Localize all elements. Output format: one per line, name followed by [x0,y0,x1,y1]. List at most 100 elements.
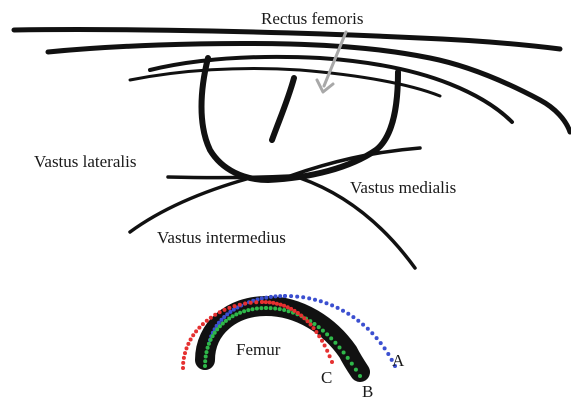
curve-c-dot [181,366,185,370]
curve-a-dot [222,315,226,319]
curve-c-dot [289,307,293,311]
curve-a-dot [232,308,236,312]
curve-a-dot [319,299,323,303]
curve-a-dot [346,312,350,316]
curve-b-dot [338,346,342,350]
curve-b-dot [282,308,286,312]
curve-a-dot [386,352,390,356]
curve-c-dot [254,300,258,304]
curve-a-dot [351,315,355,319]
curve-b-dot [259,306,263,310]
curve-b-dot [224,319,228,323]
curve-c-dot [325,349,329,353]
rectus-femoris-outline [202,58,399,180]
curve-c-dot [286,305,290,309]
curve-c-dot [197,326,201,330]
curve-a-dot [370,331,374,335]
curve-a-dot [325,301,329,305]
curve-a-dot [225,312,229,316]
curve-c-dot [249,301,253,305]
curve-c-dot [186,342,190,346]
curve-b-dot [207,342,211,346]
curve-c-dot [299,314,303,318]
curve-c-dot [302,316,306,320]
curve-c-dot [317,334,321,338]
curve-c-dot [227,306,231,310]
curve-c-dot [223,308,227,312]
curve-c-dot [181,361,185,365]
curve-b-dot [313,322,317,326]
curve-a-dot [313,298,317,302]
curve-c-dot [185,346,189,350]
curve-c-dot [213,313,217,317]
curve-c-dot [191,333,195,337]
curve-a-dot [228,310,232,314]
curve-b-dot [321,329,325,333]
curve-c-dot [330,360,334,364]
curve-a-dot [307,296,311,300]
curve-b-dot [246,308,250,312]
curve-b-dot [333,341,337,345]
curve-a-dot [264,296,268,300]
curve-b-dot [342,351,346,355]
curve-a-dot [278,294,282,298]
curve-a-dot [301,295,305,299]
curve-c-dot [314,330,318,334]
curve-b-dot [278,307,282,311]
curve-b-dot [358,374,362,378]
curve-c-dot [282,304,286,308]
curve-b-dot [215,327,219,331]
curve-b-dot [273,307,277,311]
curve-a-dot [274,294,278,298]
curve-b-dot [204,355,208,359]
label-vastus-lateralis: Vastus lateralis [34,152,136,171]
label-vastus-intermedius: Vastus intermedius [157,228,286,247]
label-vastus-medialis: Vastus medialis [350,178,456,197]
label-curve-b: B [362,382,373,401]
curve-b-dot [209,338,213,342]
curve-b-dot [205,350,209,354]
curve-a-dot [260,296,264,300]
curve-a-dot [217,321,221,325]
curve-b-dot [255,307,259,311]
curve-a-dot [283,294,287,298]
curve-c-dot [182,356,186,360]
curve-c-dot [189,338,193,342]
curve-b-dot [346,356,350,360]
fascia-line-lower [130,68,440,96]
curve-a-dot [375,336,379,340]
curve-b-dot [218,324,222,328]
curve-a-dot [269,295,273,299]
curve-b-dot [213,331,217,335]
curve-b-dot [317,325,321,329]
curve-c-dot [296,311,300,315]
curve-b-dot [231,314,235,318]
curve-b-dot [325,332,329,336]
curve-a-dot [341,309,345,313]
curve-b-dot [221,322,225,326]
curve-c-dot [218,310,222,314]
curve-c-dot [328,354,332,358]
curve-c-dot [243,302,247,306]
label-femur: Femur [236,340,281,359]
curve-c-dot [320,339,324,343]
curve-c-dot [233,304,237,308]
curve-a-dot [336,306,340,310]
curve-c-dot [205,319,209,323]
curve-c-dot [238,303,242,307]
label-rectus-femoris: Rectus femoris [261,9,363,28]
curve-c-dot [323,344,327,348]
curve-b-dot [264,306,268,310]
curve-c-dot [279,303,283,307]
curve-b-dot [242,309,246,313]
curve-b-dot [203,364,207,368]
curve-c-dot [260,300,264,304]
curve-b-dot [211,334,215,338]
curve-c-dot [268,300,272,304]
curve-b-dot [269,306,273,310]
curve-a-dot [361,323,365,327]
curve-c-dot [264,300,268,304]
label-curve-a: A [392,351,405,370]
